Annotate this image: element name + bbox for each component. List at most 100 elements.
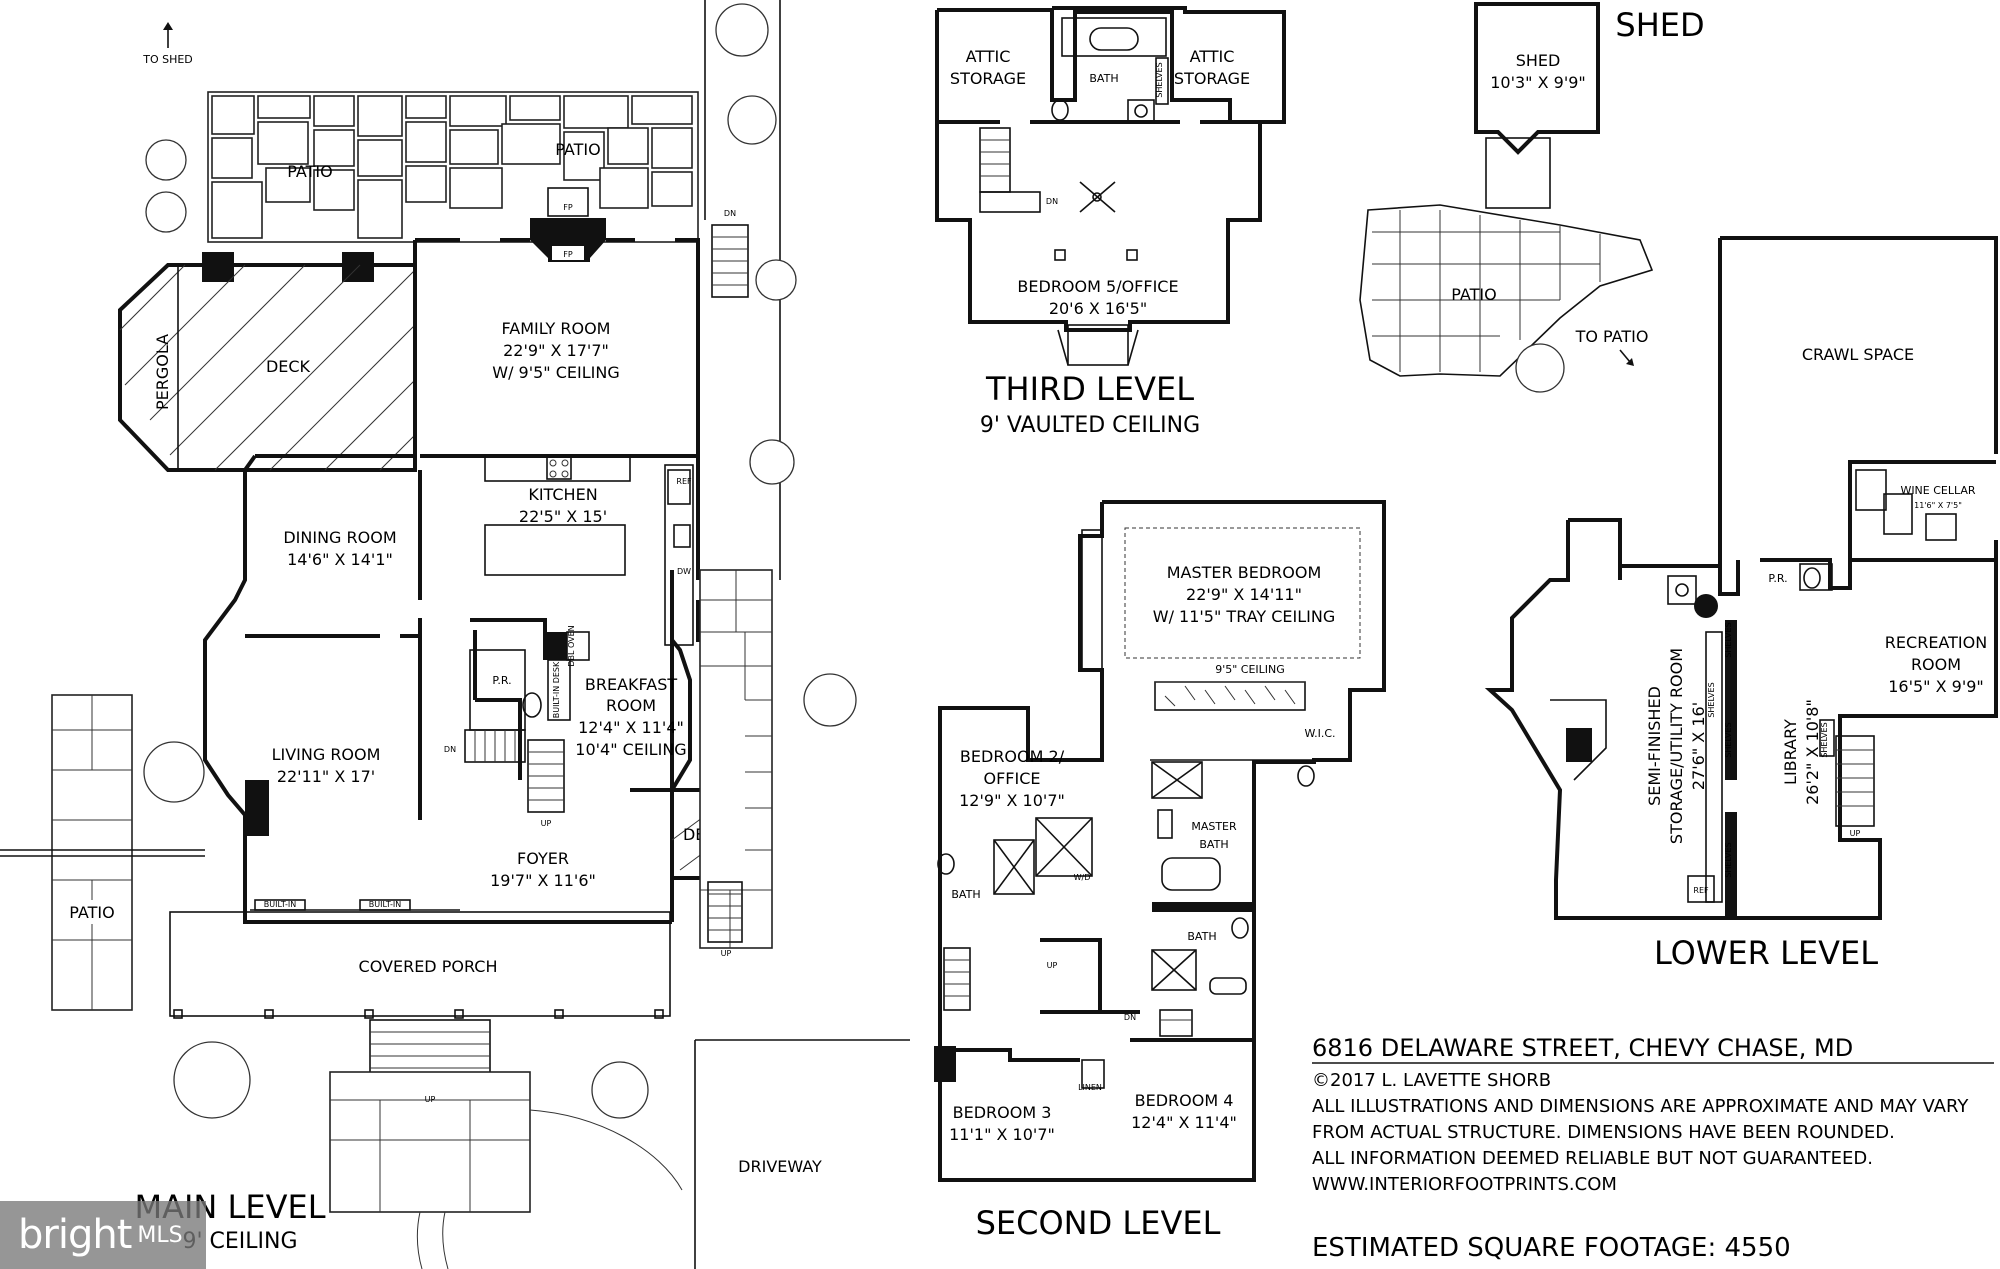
kitchen-name: KITCHEN: [528, 485, 597, 504]
pr-main-label: P.R.: [492, 674, 511, 687]
storage-line-2: STORAGE/UTILITY ROOM: [1667, 648, 1686, 844]
recreation-name-1: RECREATION: [1885, 633, 1987, 652]
shed-dim: 10'3" X 9'9": [1490, 73, 1586, 92]
recreation-dim: 16'5" X 9'9": [1888, 677, 1984, 696]
shelves-lower-5: SHELVES: [1820, 722, 1829, 757]
covered-porch: [169, 911, 671, 1019]
powder-room-stairs: P.R. BUILT-IN DESK DN UP: [444, 649, 571, 828]
lower-up-label: UP: [1850, 829, 1861, 838]
bedroom4-name: BEDROOM 4: [1135, 1091, 1234, 1110]
master-bath-1: MASTER: [1191, 820, 1237, 833]
covered-porch-label: COVERED PORCH: [359, 957, 498, 976]
shed-title: SHED: [1615, 6, 1704, 44]
family-room-dim: 22'9" X 17'7": [503, 341, 609, 360]
bath-mid-label: BATH: [1187, 930, 1216, 943]
note-line-2: FROM ACTUAL STRUCTURE. DIMENSIONS HAVE B…: [1312, 1122, 1895, 1143]
bedroom5-name: BEDROOM 5/OFFICE: [1017, 277, 1178, 296]
info-block: 6816 DELAWARE STREET, CHEVY CHASE, MD ©2…: [1312, 1034, 1994, 1263]
note-line-1: ALL ILLUSTRATIONS AND DIMENSIONS ARE APP…: [1312, 1096, 1969, 1117]
note-line-3: ALL INFORMATION DEEMED RELIABLE BUT NOT …: [1312, 1148, 1873, 1169]
bedroom2-name-1: BEDROOM 2/: [960, 747, 1065, 766]
bedroom3-dim: 11'1" X 10'7": [949, 1125, 1055, 1144]
shed-patio-label: PATIO: [1451, 285, 1496, 304]
website-label: WWW.INTERIORFOOTPRINTS.COM: [1312, 1174, 1617, 1195]
crawl-space-label: CRAWL SPACE: [1802, 345, 1914, 364]
living-room-dim: 22'11" X 17': [277, 767, 375, 786]
landscape-trees: [143, 3, 857, 1119]
bright-logo-word: bright: [18, 1212, 132, 1258]
dn-second-label: DN: [1124, 1013, 1136, 1022]
breakfast-room-dim: 12'4" X 11'4": [578, 718, 684, 737]
second-level-plan: 9'5" CEILING W.I.C. DN UP MASTER BEDROOM: [934, 500, 1386, 1182]
shelves-lower-1: SHELVES: [1724, 622, 1733, 657]
dining-room-name: DINING ROOM: [283, 528, 396, 547]
dining-room-dim: 14'6" X 14'1": [287, 550, 393, 569]
shelves-lower-3: SHELVES: [1724, 722, 1733, 757]
dn-third-label: DN: [1046, 197, 1058, 206]
wine-cellar-name: WINE CELLAR: [1900, 484, 1975, 497]
attic-left-2: STORAGE: [950, 69, 1026, 88]
third-bath-label: BATH: [1089, 72, 1118, 85]
dn-back-stairs-label: DN: [724, 209, 736, 218]
kitchen-fixtures: REF DW: [484, 454, 694, 646]
master-bedroom-name: MASTER BEDROOM: [1167, 563, 1322, 582]
library-dim: 26'2" X 10'8": [1803, 699, 1822, 805]
to-shed-label: TO SHED: [142, 53, 193, 66]
breakfast-room-name-2: ROOM: [606, 696, 656, 715]
bright-mls-watermark: bright MLS: [0, 1201, 206, 1269]
breakfast-room-ceiling: 10'4" CEILING: [575, 740, 686, 759]
attic-right-2: STORAGE: [1174, 69, 1250, 88]
second-level-title: SECOND LEVEL: [976, 1204, 1221, 1242]
bath-left-label: BATH: [951, 888, 980, 901]
bedroom2-name-2: OFFICE: [984, 769, 1041, 788]
third-level-subtitle: 9' VAULTED CEILING: [980, 413, 1200, 438]
copyright-label: ©2017 L. LAVETTE SHORB: [1312, 1070, 1551, 1091]
deck-label: DECK: [266, 357, 311, 376]
shelves-lower-2: SHELVES: [1707, 682, 1716, 717]
storage-line-1: SEMI-FINISHED: [1645, 686, 1664, 806]
dn-main-1-label: DN: [444, 745, 456, 754]
deck-pergola: [118, 252, 417, 472]
main-house-walls: DBL OVEN BUILT-IN BUILT-IN: [203, 238, 708, 924]
up-second-label: UP: [1047, 961, 1058, 970]
ceiling-95-label: 9'5" CEILING: [1215, 663, 1285, 676]
linen-label: LINEN: [1078, 1083, 1102, 1092]
main-level-plan: TO SHED: [0, 0, 910, 1269]
bedroom5-dim: 20'6 X 16'5": [1049, 299, 1147, 318]
mls-logo-word: MLS: [137, 1222, 183, 1248]
built-in-1-label: BUILT-IN: [264, 900, 296, 909]
third-level-title: THIRD LEVEL: [985, 370, 1194, 408]
pergola-label: PERGOLA: [153, 334, 172, 410]
recreation-name-2: ROOM: [1911, 655, 1961, 674]
bedroom4-dim: 12'4" X 11'4": [1131, 1113, 1237, 1132]
address-label: 6816 DELAWARE STREET, CHEVY CHASE, MD: [1312, 1034, 1853, 1062]
lower-ref-label: REF: [1693, 886, 1709, 895]
library-name: LIBRARY: [1781, 719, 1800, 785]
kitchen-dim: 22'5" X 15': [519, 507, 607, 526]
storage-dim: 27'6" X 16': [1689, 702, 1708, 790]
side-walkway-stones: [699, 569, 773, 949]
wine-cellar-dim: 11'6" X 7'5": [1914, 501, 1962, 510]
up-main-1-label: UP: [541, 819, 552, 828]
bedroom3-name: BEDROOM 3: [953, 1103, 1052, 1122]
master-bedroom-ceiling: W/ 11'5" TRAY CEILING: [1153, 607, 1335, 626]
wd-label: W/D: [1074, 873, 1091, 882]
fp-indoor-label: FP: [563, 250, 573, 259]
foyer-name: FOYER: [517, 849, 569, 868]
built-in-2-label: BUILT-IN: [369, 900, 401, 909]
lower-level-title: LOWER LEVEL: [1654, 934, 1878, 972]
ref-main-label: REF: [676, 477, 692, 486]
third-level-plan: SHELVES DN ATTIC STORAGE ATTIC STORAGE B…: [935, 6, 1286, 366]
to-patio-label: TO PATIO: [1575, 327, 1649, 346]
square-footage-label: ESTIMATED SQUARE FOOTAGE: 4550: [1312, 1233, 1791, 1263]
foyer-dim: 19'7" X 11'6": [490, 871, 596, 890]
lower-pr-label: P.R.: [1768, 572, 1787, 585]
patio-right-label: PATIO: [555, 140, 600, 159]
shed-name: SHED: [1516, 51, 1561, 70]
shelves-lower-4: SHELVES: [1724, 842, 1733, 877]
attic-left-1: ATTIC: [966, 47, 1011, 66]
master-bedroom-dim: 22'9" X 14'11": [1186, 585, 1302, 604]
dw-main-label: DW: [677, 567, 691, 576]
family-room-name: FAMILY ROOM: [502, 319, 611, 338]
